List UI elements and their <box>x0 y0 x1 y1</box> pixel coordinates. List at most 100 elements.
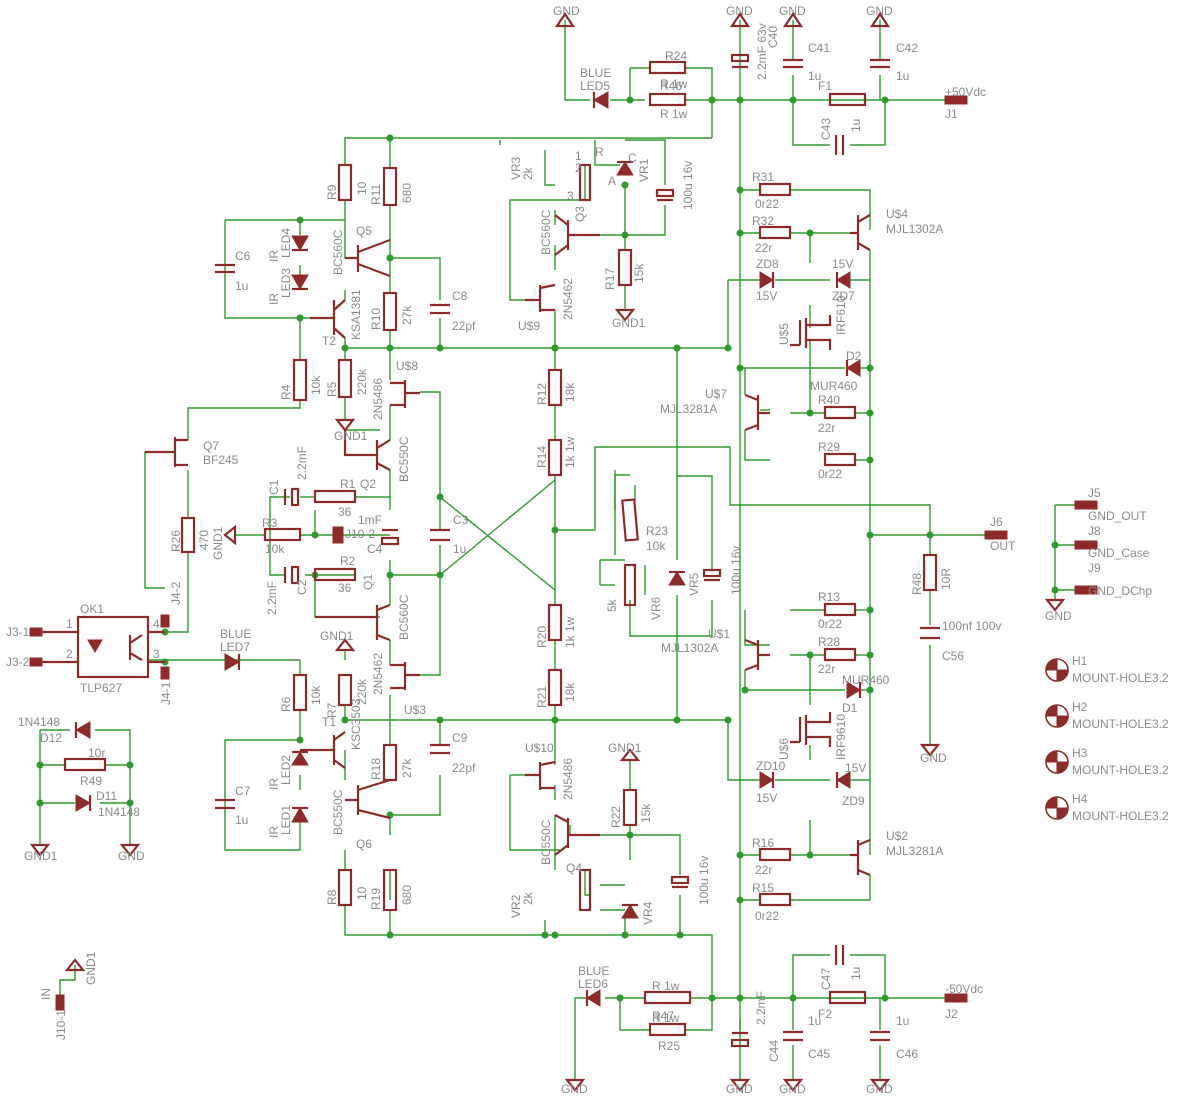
lbl-r2: R2 <box>340 554 356 568</box>
lbl-c46-val: 1u <box>896 1014 909 1028</box>
lbl-c100u-bot: 100u 16v <box>697 856 711 905</box>
lbl-c42: C42 <box>896 41 918 55</box>
lbl-u5-val: IRF610 <box>834 295 848 335</box>
lbl-j9-val: GND_DChp <box>1088 584 1152 598</box>
lbl-r9: R9 <box>325 184 339 200</box>
lbl-q5: Q5 <box>356 224 372 238</box>
lbl-h2-val: MOUNT-HOLE3.2 <box>1072 717 1169 731</box>
resistor-r16 <box>758 847 792 862</box>
lbl-r22-val: 15k <box>639 803 653 823</box>
lbl-c2: C2 <box>295 579 309 595</box>
connector-j3-2 <box>29 657 43 667</box>
lbl-pin-2: 2 <box>575 161 582 175</box>
transistor-u4 <box>850 214 871 251</box>
lbl-u6: U$6 <box>777 738 791 760</box>
lbl-q6-val: BC550C <box>331 789 345 835</box>
lbl-neg-supply: -50Vdc <box>945 982 983 996</box>
lbl-gnd1-d: GND1 <box>320 629 354 643</box>
transistor-q2 <box>343 430 391 471</box>
trimmer-vr3 <box>578 163 592 202</box>
lbl-u5: U$5 <box>777 323 791 345</box>
connector-j10-2 <box>332 526 344 544</box>
diode-zd10 <box>759 771 775 789</box>
lbl-c6-val: 1u <box>235 279 248 293</box>
lbl-c41: C41 <box>808 41 830 55</box>
lbl-u7: U$7 <box>705 387 727 401</box>
lbl-c9: C9 <box>452 731 468 745</box>
lbl-zd10: ZD10 <box>756 759 786 773</box>
lbl-gnd1-f: GND1 <box>84 951 98 985</box>
lbl-c47-val: 1u <box>849 967 863 980</box>
lbl-vr3: VR3 <box>509 156 523 180</box>
lbl-c8-val: 22pf <box>452 319 476 333</box>
led4 <box>291 235 309 252</box>
lbl-q3: Q3 <box>573 206 587 222</box>
resistor-r24 <box>648 60 687 75</box>
part-labels: GND GND GND GND C40 2.2mF 63v C41 1u C42… <box>6 4 1169 1096</box>
lbl-r11-val: 680 <box>400 183 414 203</box>
capacitor-c46 <box>870 1030 890 1042</box>
lbl-j8: J8 <box>1088 524 1101 538</box>
led2 <box>291 750 309 766</box>
wires <box>39 20 1075 1080</box>
lbl-j8-val: GND_Case <box>1088 546 1150 560</box>
lbl-r12: R12 <box>535 383 549 405</box>
lbl-c43-val: 1u <box>849 119 863 132</box>
lbl-r6-val: 10k <box>309 685 323 705</box>
capacitor-c41 <box>783 58 803 69</box>
resistor-r48 <box>922 553 938 592</box>
lbl-r26-val: 470 <box>197 530 211 550</box>
lbl-led2-ir: IR <box>267 778 281 790</box>
mount-holes <box>1045 658 1069 820</box>
diode-d12 <box>74 721 91 739</box>
lbl-u9-val: 2N5462 <box>561 278 575 320</box>
capacitor-c45 <box>783 1030 803 1042</box>
lbl-ok1-val: TLP627 <box>80 681 122 695</box>
capacitor-c44 <box>730 1031 750 1048</box>
capacitor-c42 <box>870 58 890 69</box>
lbl-r31-val: 0r22 <box>755 197 779 211</box>
lbl-q4: Q4 <box>566 861 582 875</box>
lbl-r9-val: 10 <box>355 181 369 195</box>
lbl-u10-val: 2N5486 <box>561 758 575 800</box>
led3 <box>291 274 309 291</box>
lbl-r10: R10 <box>369 308 383 330</box>
transistor-t1 <box>300 731 346 769</box>
resistor-r31 <box>758 182 792 197</box>
lbl-r8-val: 10 <box>355 886 369 900</box>
resistor-r20 <box>547 603 563 642</box>
lbl-gnd1-c: GND1 <box>211 526 225 560</box>
lbl-c3: C3 <box>453 513 469 527</box>
led6 <box>585 989 601 1007</box>
lbl-u7-val: MJL3281A <box>660 402 717 416</box>
lbl-u4-val: MJL1302A <box>886 222 943 236</box>
lbl-t2-val: KSA1381 <box>349 289 363 340</box>
lbl-r49-val: 10r <box>88 746 105 760</box>
diode-d2 <box>845 359 861 377</box>
lbl-ok1: OK1 <box>80 602 104 616</box>
lbl-r19-val: 680 <box>400 885 414 905</box>
lbl-f1: F1 <box>818 79 832 93</box>
lbl-pin-r: R <box>595 145 604 159</box>
lbl-r32-val: 22r <box>755 241 772 255</box>
lbl-j9: J9 <box>1088 561 1101 575</box>
lbl-c1-val: 2.2mF <box>295 446 309 480</box>
lbl-r13: R13 <box>818 590 840 604</box>
lbl-r1-val: 36 <box>338 505 352 519</box>
lbl-vr3-val: 2k <box>521 166 535 180</box>
resistor-r12 <box>547 368 563 407</box>
connector-j4-1 <box>160 666 170 680</box>
lbl-gnd-top1: GND <box>553 4 580 18</box>
resistor-r49 <box>63 757 107 772</box>
capacitor-c56 <box>920 626 940 640</box>
resistor-r8 <box>337 868 353 907</box>
lbl-r28-val: 22r <box>818 662 835 676</box>
lbl-r5: R5 <box>325 381 339 397</box>
lbl-c44-val: 2.2mF <box>754 991 768 1025</box>
lbl-q1-val: BC560C <box>397 594 411 640</box>
lbl-c56: C56 <box>942 649 964 663</box>
lbl-d11-part: 1N4148 <box>98 805 140 819</box>
lbl-h1-val: MOUNT-HOLE3.2 <box>1072 671 1169 685</box>
lbl-r49: R49 <box>80 774 102 788</box>
diode-zd8 <box>759 271 775 289</box>
